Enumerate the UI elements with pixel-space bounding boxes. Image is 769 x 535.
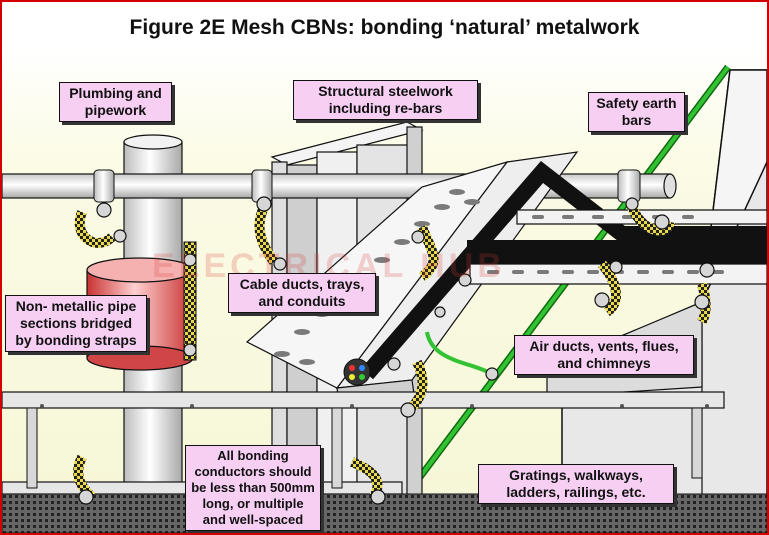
- callout-line: by bonding straps: [15, 332, 137, 348]
- callout-line: bars: [621, 112, 652, 128]
- callout-line: All bonding: [217, 448, 289, 463]
- callout-line: Safety earth: [596, 95, 677, 111]
- callout-line: and chimneys: [557, 355, 651, 371]
- callout-cable-ducts: Cable ducts, trays, and conduits: [228, 273, 376, 313]
- callout-line: long, or multiple: [202, 496, 304, 511]
- callout-air-ducts: Air ducts, vents, flues, and chimneys: [514, 335, 694, 375]
- callout-line: pipework: [84, 102, 147, 118]
- callout-line: Gratings, walkways,: [509, 467, 643, 483]
- green-bond-wire: [425, 331, 494, 376]
- callout-line: sections bridged: [19, 315, 133, 331]
- figure-title: Figure 2E Mesh CBNs: bonding ‘natural’ m…: [129, 16, 640, 39]
- callout-line: Cable ducts, trays,: [239, 276, 365, 292]
- bonding-straps: [73, 204, 711, 501]
- callout-non-metallic: Non- metallic pipe sections bridged by b…: [5, 295, 147, 352]
- callout-line: conductors should: [194, 464, 312, 479]
- callout-line: be less than 500mm: [191, 480, 315, 495]
- cable-tray-right: [467, 209, 767, 285]
- callout-line: ladders, railings, etc.: [506, 484, 646, 500]
- callout-plumbing: Plumbing and pipework: [59, 82, 172, 122]
- callout-line: Non- metallic pipe: [15, 298, 137, 314]
- bond-clamps: [78, 196, 715, 505]
- callout-line: Structural steelwork: [318, 83, 453, 99]
- callout-safety-earth: Safety earth bars: [588, 92, 685, 132]
- callout-line: Air ducts, vents, flues,: [529, 338, 679, 354]
- callout-line: and conduits: [258, 293, 346, 309]
- rail-rivets: [40, 404, 709, 408]
- callout-steelwork: Structural steelwork including re-bars: [293, 80, 478, 120]
- callout-line: including re-bars: [328, 100, 443, 116]
- callout-gratings: Gratings, walkways, ladders, railings, e…: [478, 464, 674, 504]
- callout-line: Plumbing and: [69, 85, 162, 101]
- callout-line: and well-spaced: [202, 512, 304, 527]
- callout-bonding-conductors: All bonding conductors should be less th…: [185, 445, 321, 531]
